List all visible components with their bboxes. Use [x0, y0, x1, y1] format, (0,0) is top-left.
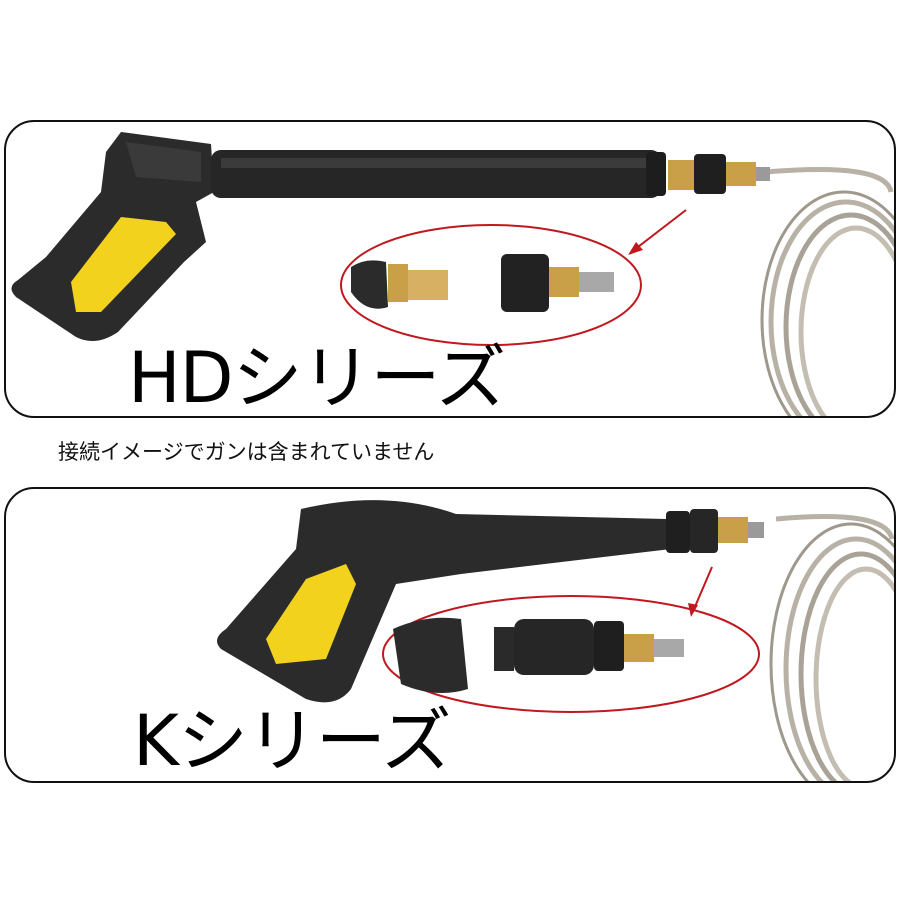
k-series-label: Kシリーズ — [133, 700, 451, 782]
red-arrow — [688, 566, 713, 617]
hd-series-label: HDシリーズ — [128, 337, 506, 418]
hd-gun-photo — [11, 132, 894, 416]
k-trigger-gun — [217, 500, 764, 703]
k-coupler-detail — [382, 595, 760, 713]
hd-coupler-detail — [340, 224, 642, 346]
k-gun-photo — [217, 500, 894, 781]
hd-series-panel: HDシリーズ — [4, 120, 896, 418]
steel-braided-hose — [769, 514, 894, 781]
steel-braided-hose — [760, 167, 894, 416]
hd-trigger-gun — [11, 132, 770, 341]
red-arrow — [628, 209, 687, 255]
connection-caption: 接続イメージでガンは含まれていません — [58, 440, 435, 464]
k-series-panel: Kシリーズ — [4, 487, 896, 783]
